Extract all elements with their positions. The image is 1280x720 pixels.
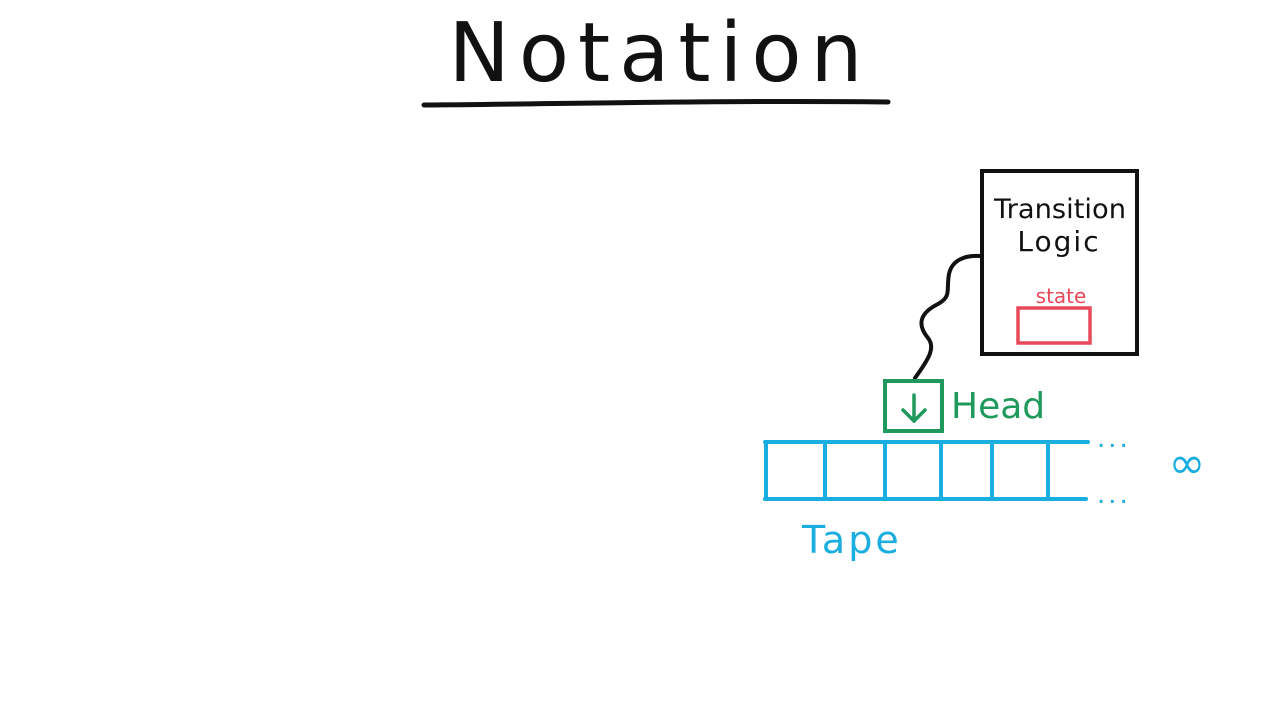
transition-logic-box: Transition Logic state: [980, 169, 1139, 356]
state-label: state: [1036, 284, 1087, 308]
transition-logic-border: [980, 169, 1139, 356]
infinity-symbol: ∞: [1169, 438, 1206, 489]
title-underline: [421, 98, 891, 108]
transition-logic-label-line1: Transition: [993, 194, 1126, 225]
tape-top-ellipsis: ...: [1097, 424, 1131, 454]
transition-logic-label-line2: Logic: [1017, 225, 1100, 258]
down-arrow-icon: [901, 393, 927, 423]
page-title: Notation: [448, 6, 872, 101]
state-register: [1016, 306, 1092, 345]
head: Head: [883, 379, 1045, 433]
head-connector-wire: [913, 253, 982, 380]
head-box: [883, 379, 944, 433]
tape: ... ... ∞ Tape: [763, 424, 1206, 562]
tape-bottom-ellipsis: ...: [1097, 480, 1131, 510]
head-label: Head: [951, 386, 1045, 427]
tape-label: Tape: [801, 518, 902, 562]
